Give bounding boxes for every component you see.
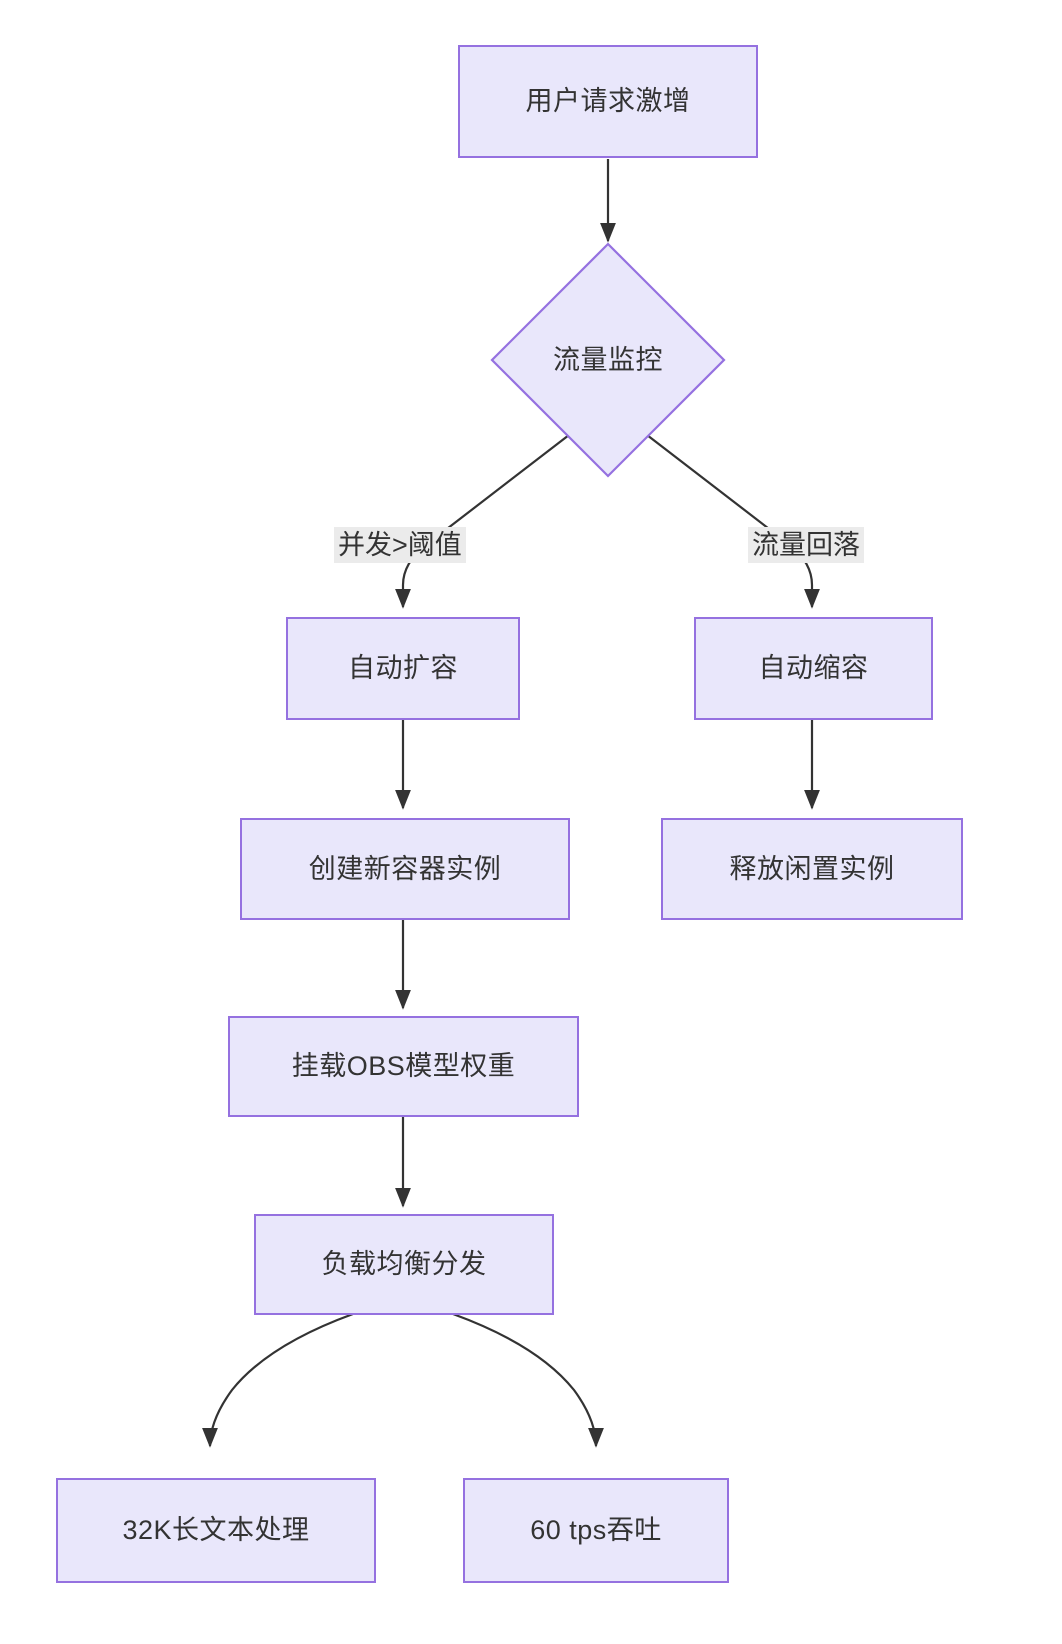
node-60-tps-throughput[interactable]: 60 tps吞吐 [463, 1478, 729, 1583]
node-label: 创建新容器实例 [308, 853, 502, 884]
edge-label-traffic-drop: 流量回落 [748, 527, 864, 564]
node-32k-long-text-processing[interactable]: 32K长文本处理 [56, 1478, 376, 1583]
node-label: 释放闲置实例 [729, 853, 895, 884]
edge-label-concurrency-over-threshold: 并发>阈值 [334, 527, 466, 564]
node-auto-scale-in[interactable]: 自动缩容 [694, 617, 933, 720]
node-user-request-surge[interactable]: 用户请求激增 [458, 45, 758, 158]
node-label: 负载均衡分发 [321, 1249, 487, 1280]
diamond-shape [490, 242, 726, 478]
node-label: 32K长文本处理 [122, 1515, 310, 1546]
edge-label-text: 并发>阈值 [338, 530, 462, 560]
node-mount-obs-model-weights[interactable]: 挂载OBS模型权重 [228, 1016, 579, 1117]
node-create-container-instance[interactable]: 创建新容器实例 [240, 818, 570, 920]
node-label: 自动缩容 [758, 653, 869, 684]
node-label: 自动扩容 [348, 653, 458, 684]
node-label: 用户请求激增 [525, 86, 691, 117]
node-label: 流量监控 [553, 344, 663, 375]
node-label: 60 tps吞吐 [530, 1515, 662, 1546]
node-traffic-monitor[interactable]: 流量监控 [490, 242, 726, 478]
node-auto-scale-out[interactable]: 自动扩容 [286, 617, 520, 720]
node-load-balancing-dispatch[interactable]: 负载均衡分发 [254, 1214, 554, 1315]
edge-n8-n10 [452, 1312, 604, 1448]
edge-label-text: 流量回落 [752, 530, 860, 560]
edge-n8-n9 [202, 1312, 354, 1448]
node-release-idle-instance[interactable]: 释放闲置实例 [661, 818, 963, 920]
node-label: 挂载OBS模型权重 [291, 1051, 516, 1082]
